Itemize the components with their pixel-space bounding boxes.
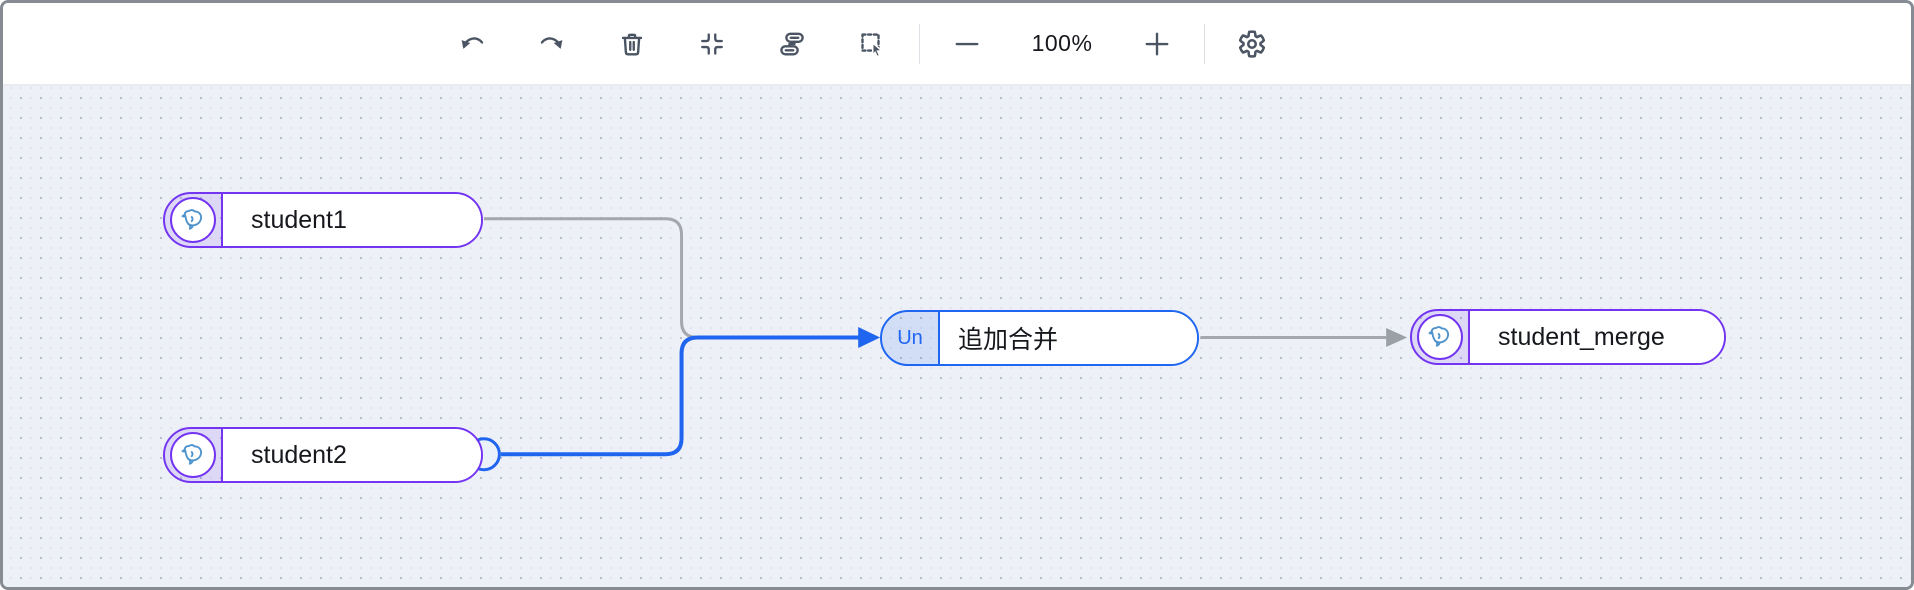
node-label: student_merge [1498, 322, 1665, 351]
redo-icon [540, 36, 563, 49]
edge-student2-to-union[interactable] [500, 335, 860, 457]
auto-layout-icon [780, 32, 804, 55]
flow-canvas[interactable]: student1 student2 [3, 86, 1911, 587]
mysql-dolphin-icon [1417, 314, 1463, 360]
node-student1[interactable]: student1 [163, 192, 483, 248]
node-type-badge [1412, 311, 1470, 363]
node-label-area: student_merge [1470, 311, 1724, 363]
redo-button[interactable] [532, 24, 572, 64]
edit-tools-group [452, 24, 892, 64]
node-student-merge[interactable]: student_merge [1410, 309, 1726, 365]
zoom-in-button[interactable] [1137, 24, 1177, 64]
arrowhead-gray [1386, 328, 1408, 347]
node-label: 追加合并 [958, 326, 1059, 354]
marquee-select-icon [861, 32, 884, 58]
union-badge-label: Un [897, 326, 923, 349]
mysql-dolphin-icon [170, 432, 216, 478]
toolbar-divider [1204, 23, 1205, 64]
node-student2[interactable]: student2 [163, 427, 483, 483]
union-badge: Un [882, 312, 940, 364]
node-label: student1 [251, 205, 347, 234]
node-label: student2 [251, 440, 347, 469]
arrowhead-blue [858, 327, 881, 348]
toolbar-divider [919, 23, 920, 64]
undo-button[interactable] [452, 24, 492, 64]
zoom-out-button[interactable] [947, 24, 987, 64]
zoom-level: 100% [1031, 30, 1093, 56]
fit-view-icon [701, 32, 723, 55]
delete-button[interactable] [612, 24, 652, 64]
plus-icon [1145, 32, 1169, 55]
minus-icon [955, 42, 979, 45]
fit-view-button[interactable] [692, 24, 732, 64]
toolbar: 100% [3, 3, 1911, 86]
auto-layout-button[interactable] [772, 24, 812, 64]
node-label-area: student2 [223, 429, 481, 481]
toolbar-inner: 100% [452, 23, 1272, 64]
node-type-badge [165, 429, 223, 481]
undo-icon [461, 36, 484, 49]
settings-button[interactable] [1232, 24, 1272, 64]
gear-icon [1238, 29, 1266, 58]
node-label-area: 追加合并 [940, 312, 1197, 364]
node-label-area: student1 [223, 194, 481, 246]
node-union-merge[interactable]: Un 追加合并 [880, 310, 1199, 366]
marquee-select-button[interactable] [852, 24, 892, 64]
trash-icon [621, 33, 643, 55]
node-type-badge [165, 194, 223, 246]
edge-student1-to-union[interactable] [483, 217, 698, 339]
mysql-dolphin-icon [170, 197, 216, 243]
